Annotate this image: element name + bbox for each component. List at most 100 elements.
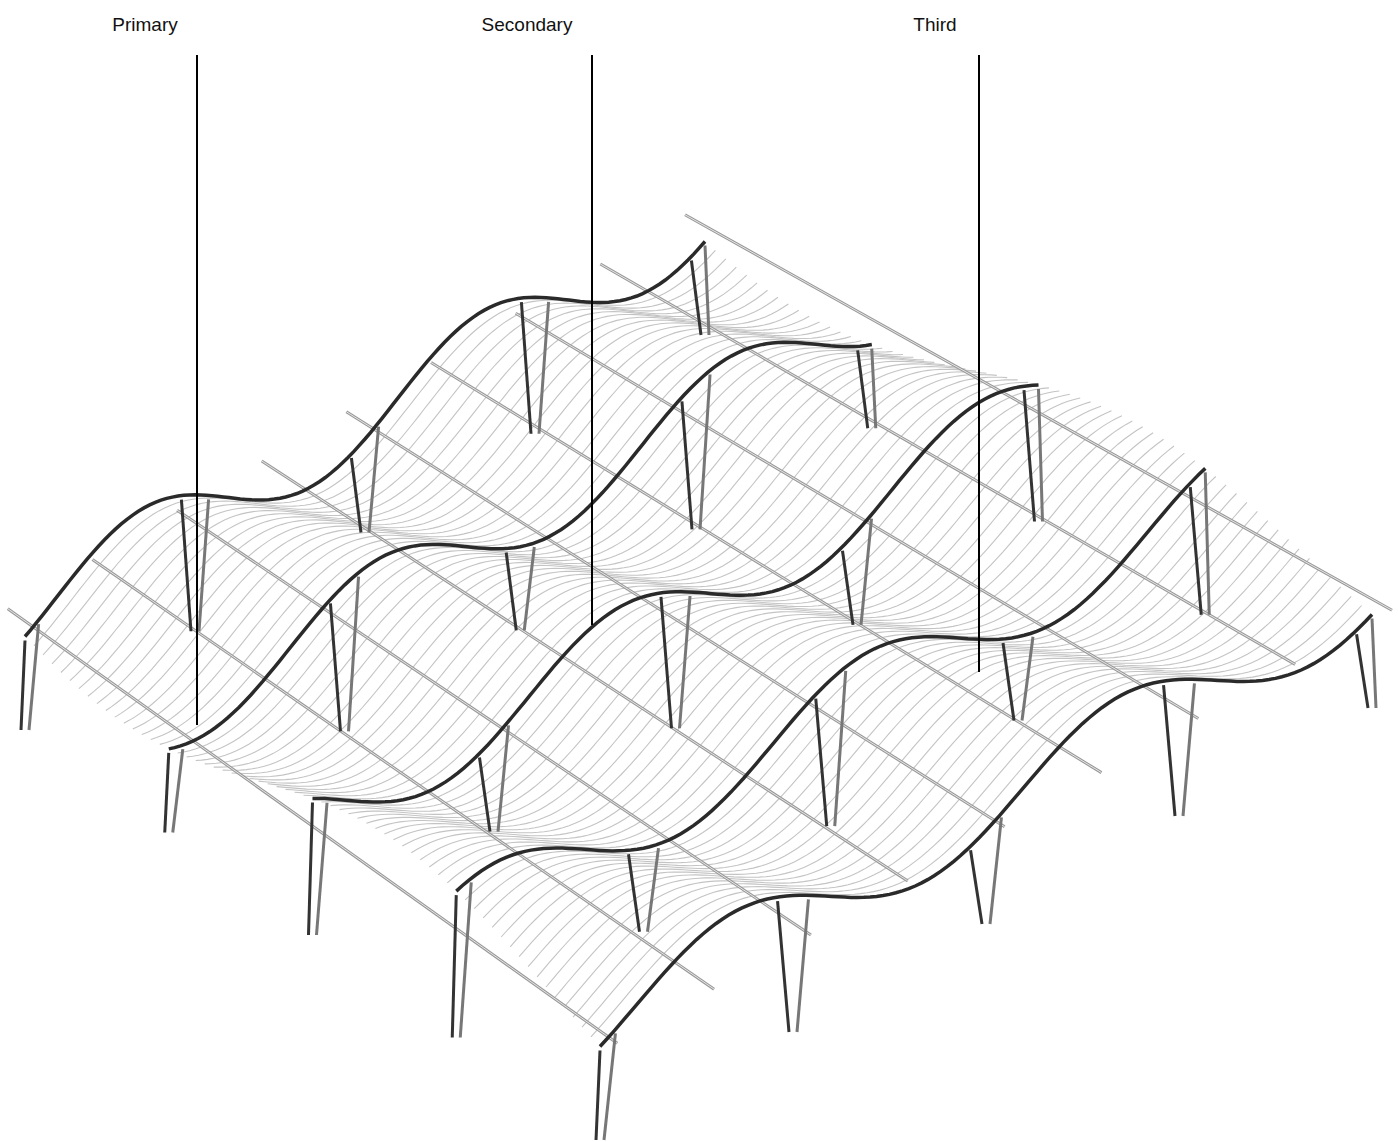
secondary-beams bbox=[8, 215, 1392, 1043]
third-member bbox=[259, 369, 976, 783]
column-leg bbox=[539, 302, 549, 434]
columns bbox=[21, 245, 1376, 1140]
secondary-beam bbox=[685, 215, 1392, 610]
third-member bbox=[528, 539, 1289, 966]
column-leg bbox=[691, 260, 701, 335]
column-leg bbox=[835, 671, 846, 826]
third-member bbox=[447, 461, 1195, 883]
primary-beams bbox=[25, 242, 1372, 1047]
third-member bbox=[366, 406, 1101, 823]
third-member bbox=[313, 385, 1039, 802]
column-leg bbox=[778, 901, 789, 1032]
column-leg bbox=[199, 499, 209, 631]
secondary-beam-highlight bbox=[685, 215, 1392, 610]
primary-beam bbox=[600, 615, 1372, 1047]
column-leg bbox=[349, 577, 359, 732]
column-leg bbox=[705, 245, 709, 335]
column-leg bbox=[1024, 390, 1035, 521]
part-label-box: Secondary bbox=[480, 14, 575, 36]
third-member bbox=[375, 411, 1111, 829]
column-leg bbox=[1183, 683, 1194, 816]
column-leg bbox=[700, 375, 710, 530]
third-member bbox=[591, 606, 1362, 1037]
column-leg bbox=[858, 350, 868, 428]
column-leg bbox=[498, 725, 509, 831]
column-leg bbox=[1372, 618, 1376, 708]
third-member bbox=[142, 332, 841, 735]
column-leg bbox=[990, 817, 1001, 924]
column-leg bbox=[165, 753, 169, 833]
column-leg bbox=[1205, 472, 1209, 614]
column-leg bbox=[330, 603, 340, 731]
part-label-box: Third bbox=[911, 14, 958, 36]
third-member bbox=[384, 416, 1122, 834]
primary-beam bbox=[25, 242, 705, 637]
third-member bbox=[357, 402, 1090, 818]
column-leg bbox=[524, 547, 534, 630]
third-member bbox=[70, 283, 757, 681]
column-leg bbox=[629, 854, 640, 932]
part-label-box: Primary bbox=[110, 14, 179, 36]
third-member bbox=[420, 439, 1163, 859]
third-member bbox=[555, 568, 1320, 997]
part-label: Third bbox=[911, 14, 958, 35]
primary-beam bbox=[313, 385, 1039, 802]
secondary-beam bbox=[177, 510, 811, 935]
third-member bbox=[564, 578, 1330, 1008]
column-leg bbox=[648, 848, 659, 932]
column-leg bbox=[369, 427, 379, 533]
column-leg bbox=[861, 519, 872, 625]
secondary-beam-highlight bbox=[92, 559, 714, 989]
column-leg bbox=[1164, 685, 1175, 816]
third-member bbox=[456, 468, 1205, 891]
third-member bbox=[348, 398, 1080, 814]
leader-line bbox=[591, 55, 593, 625]
third-member bbox=[196, 351, 903, 761]
column-leg bbox=[604, 1033, 615, 1140]
column-leg bbox=[1003, 643, 1014, 721]
column-leg bbox=[181, 500, 191, 632]
third-members bbox=[25, 242, 1372, 1047]
third-member bbox=[268, 372, 987, 786]
secondary-beam bbox=[92, 559, 714, 989]
part-label: Primary bbox=[110, 14, 179, 35]
column-leg bbox=[971, 850, 982, 924]
third-member bbox=[582, 596, 1351, 1027]
third-member bbox=[600, 615, 1372, 1047]
third-member bbox=[492, 502, 1247, 927]
third-member bbox=[160, 340, 862, 745]
column-leg bbox=[317, 803, 328, 935]
column-leg bbox=[479, 757, 490, 831]
column-leg bbox=[460, 882, 471, 1037]
secondary-beam-highlight bbox=[600, 264, 1295, 664]
column-leg bbox=[506, 553, 516, 631]
column-leg bbox=[872, 349, 876, 429]
secondary-beam bbox=[600, 264, 1295, 664]
column-leg bbox=[452, 895, 456, 1037]
primary-beam bbox=[456, 468, 1205, 891]
column-leg bbox=[21, 640, 25, 730]
column-leg bbox=[596, 1050, 600, 1140]
third-member bbox=[483, 494, 1236, 918]
leader-line bbox=[978, 55, 980, 672]
column-leg bbox=[816, 699, 827, 827]
column-leg bbox=[1357, 634, 1368, 708]
column-leg bbox=[29, 624, 39, 730]
column-leg bbox=[797, 899, 808, 1032]
secondary-beam-highlight bbox=[8, 609, 618, 1044]
third-member bbox=[223, 359, 935, 771]
third-member bbox=[501, 511, 1257, 937]
column-leg bbox=[680, 596, 691, 728]
column-leg bbox=[661, 597, 672, 728]
column-leg bbox=[1039, 389, 1043, 521]
leader-line bbox=[196, 55, 198, 725]
column-leg bbox=[842, 551, 853, 625]
secondary-beam-highlight bbox=[177, 510, 811, 935]
third-member bbox=[537, 549, 1299, 977]
primary-beam bbox=[169, 342, 872, 749]
column-leg bbox=[682, 401, 692, 529]
third-member bbox=[151, 337, 851, 740]
secondary-beam bbox=[8, 609, 618, 1044]
column-leg bbox=[309, 803, 313, 935]
